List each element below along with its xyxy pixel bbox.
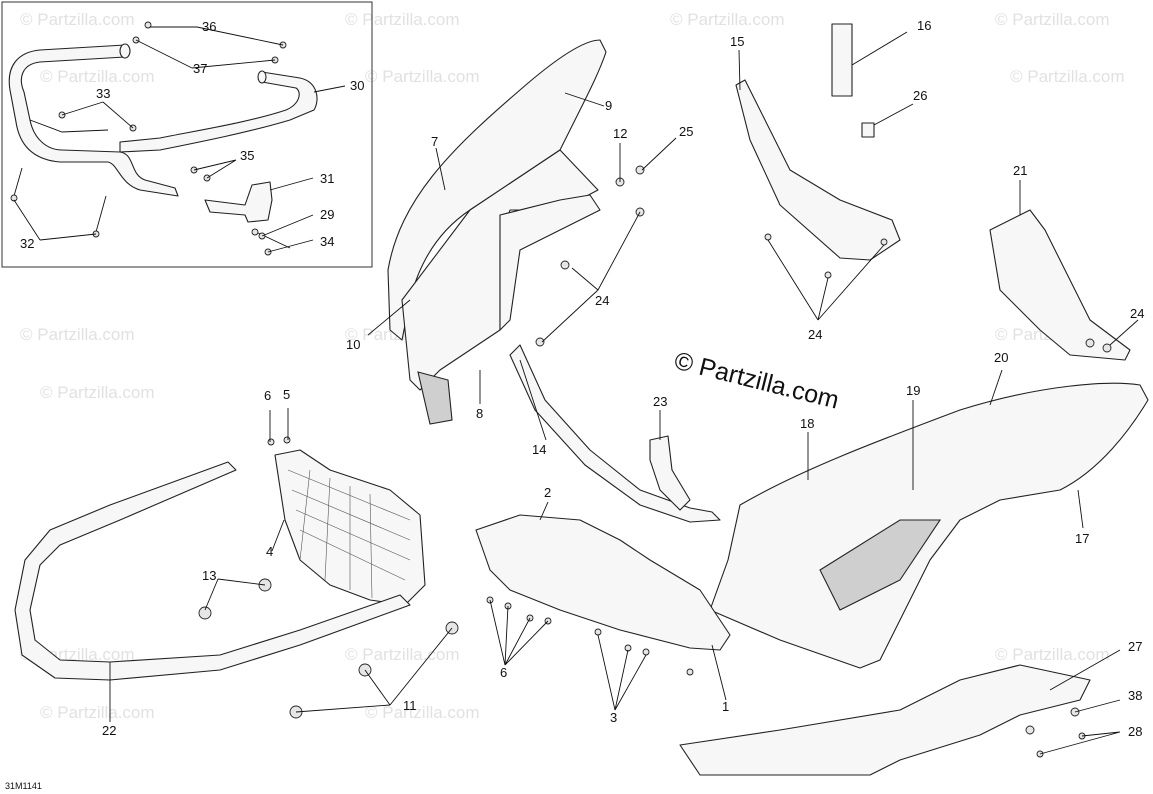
callout-33: 33 [96, 86, 110, 101]
watermark: © Partzilla.com [40, 703, 155, 722]
callout-28: 28 [1128, 724, 1142, 739]
callout-23: 23 [653, 394, 667, 409]
vent-part [819, 519, 942, 611]
watermark: © Partzilla.com [1010, 67, 1125, 86]
callout-12: 12 [613, 126, 627, 141]
watermark: © Partzilla.com [345, 10, 460, 29]
callout-17: 17 [1075, 531, 1089, 546]
callout-18: 18 [800, 416, 814, 431]
watermark: © Partzilla.com [40, 383, 155, 402]
callout-20: 20 [994, 350, 1008, 365]
label-decal-part [831, 23, 853, 97]
watermark: © Partzilla.com [365, 67, 480, 86]
callout-6: 6 [500, 665, 507, 680]
callout-5: 5 [283, 387, 290, 402]
front-fascia-part [387, 39, 607, 425]
callout-6: 6 [264, 388, 271, 403]
support-brace-part [509, 344, 721, 523]
watermark: © Partzilla.com [345, 645, 460, 664]
watermark: © Partzilla.com [40, 67, 155, 86]
clip-part [861, 122, 875, 138]
bracket-part [204, 181, 273, 223]
callout-29: 29 [320, 207, 334, 222]
inset-frame [1, 1, 373, 268]
callout-26: 26 [913, 88, 927, 103]
front-bumper-part [14, 461, 411, 681]
grille-mesh [287, 469, 411, 599]
callouts: 36 37 30 33 35 31 29 34 32 9 7 10 8 12 2… [20, 18, 1144, 739]
callout-10: 10 [346, 337, 360, 352]
callout-13: 13 [202, 568, 216, 583]
callout-19: 19 [906, 383, 920, 398]
callout-35: 35 [240, 148, 254, 163]
callout-11: 11 [403, 698, 417, 713]
skid-plate-part [679, 664, 1091, 776]
callout-8: 8 [476, 406, 483, 421]
callout-24: 24 [595, 293, 609, 308]
callout-25: 25 [679, 124, 693, 139]
watermark: © Partzilla.com [670, 10, 785, 29]
rear-bumper-part [8, 43, 318, 197]
callout-2: 2 [544, 485, 551, 500]
watermark: © Partzilla.com [365, 703, 480, 722]
callout-9: 9 [605, 98, 612, 113]
callout-30: 30 [350, 78, 364, 93]
callout-7: 7 [431, 134, 438, 149]
callout-14: 14 [532, 442, 546, 457]
mount-bracket-part [649, 435, 691, 511]
lower-panel-part [475, 514, 731, 651]
watermark: © Partzilla.com [995, 10, 1110, 29]
side-panel-rear-part [989, 209, 1131, 361]
document-code: 31M1141 [5, 781, 42, 791]
callout-38: 38 [1128, 688, 1142, 703]
callout-31: 31 [320, 171, 334, 186]
callout-15: 15 [730, 34, 744, 49]
watermark: © Partzilla.com [995, 645, 1110, 664]
watermark: © Partzilla.com [20, 325, 135, 344]
callout-3: 3 [610, 710, 617, 725]
callout-24: 24 [808, 327, 822, 342]
callout-24: 24 [1130, 306, 1144, 321]
callout-22: 22 [102, 723, 116, 738]
callout-27: 27 [1128, 639, 1142, 654]
side-panel-upper-part [735, 79, 901, 261]
leader-lines [13, 26, 1139, 755]
callout-34: 34 [320, 234, 334, 249]
watermark: © Partzilla.com [20, 10, 135, 29]
callout-21: 21 [1013, 163, 1027, 178]
watermark-main: © Partzilla.com [672, 347, 842, 415]
callout-32: 32 [20, 236, 34, 251]
callout-1: 1 [722, 699, 729, 714]
callout-37: 37 [193, 61, 207, 76]
callout-4: 4 [266, 544, 273, 559]
callout-36: 36 [202, 19, 216, 34]
callout-16: 16 [917, 18, 931, 33]
